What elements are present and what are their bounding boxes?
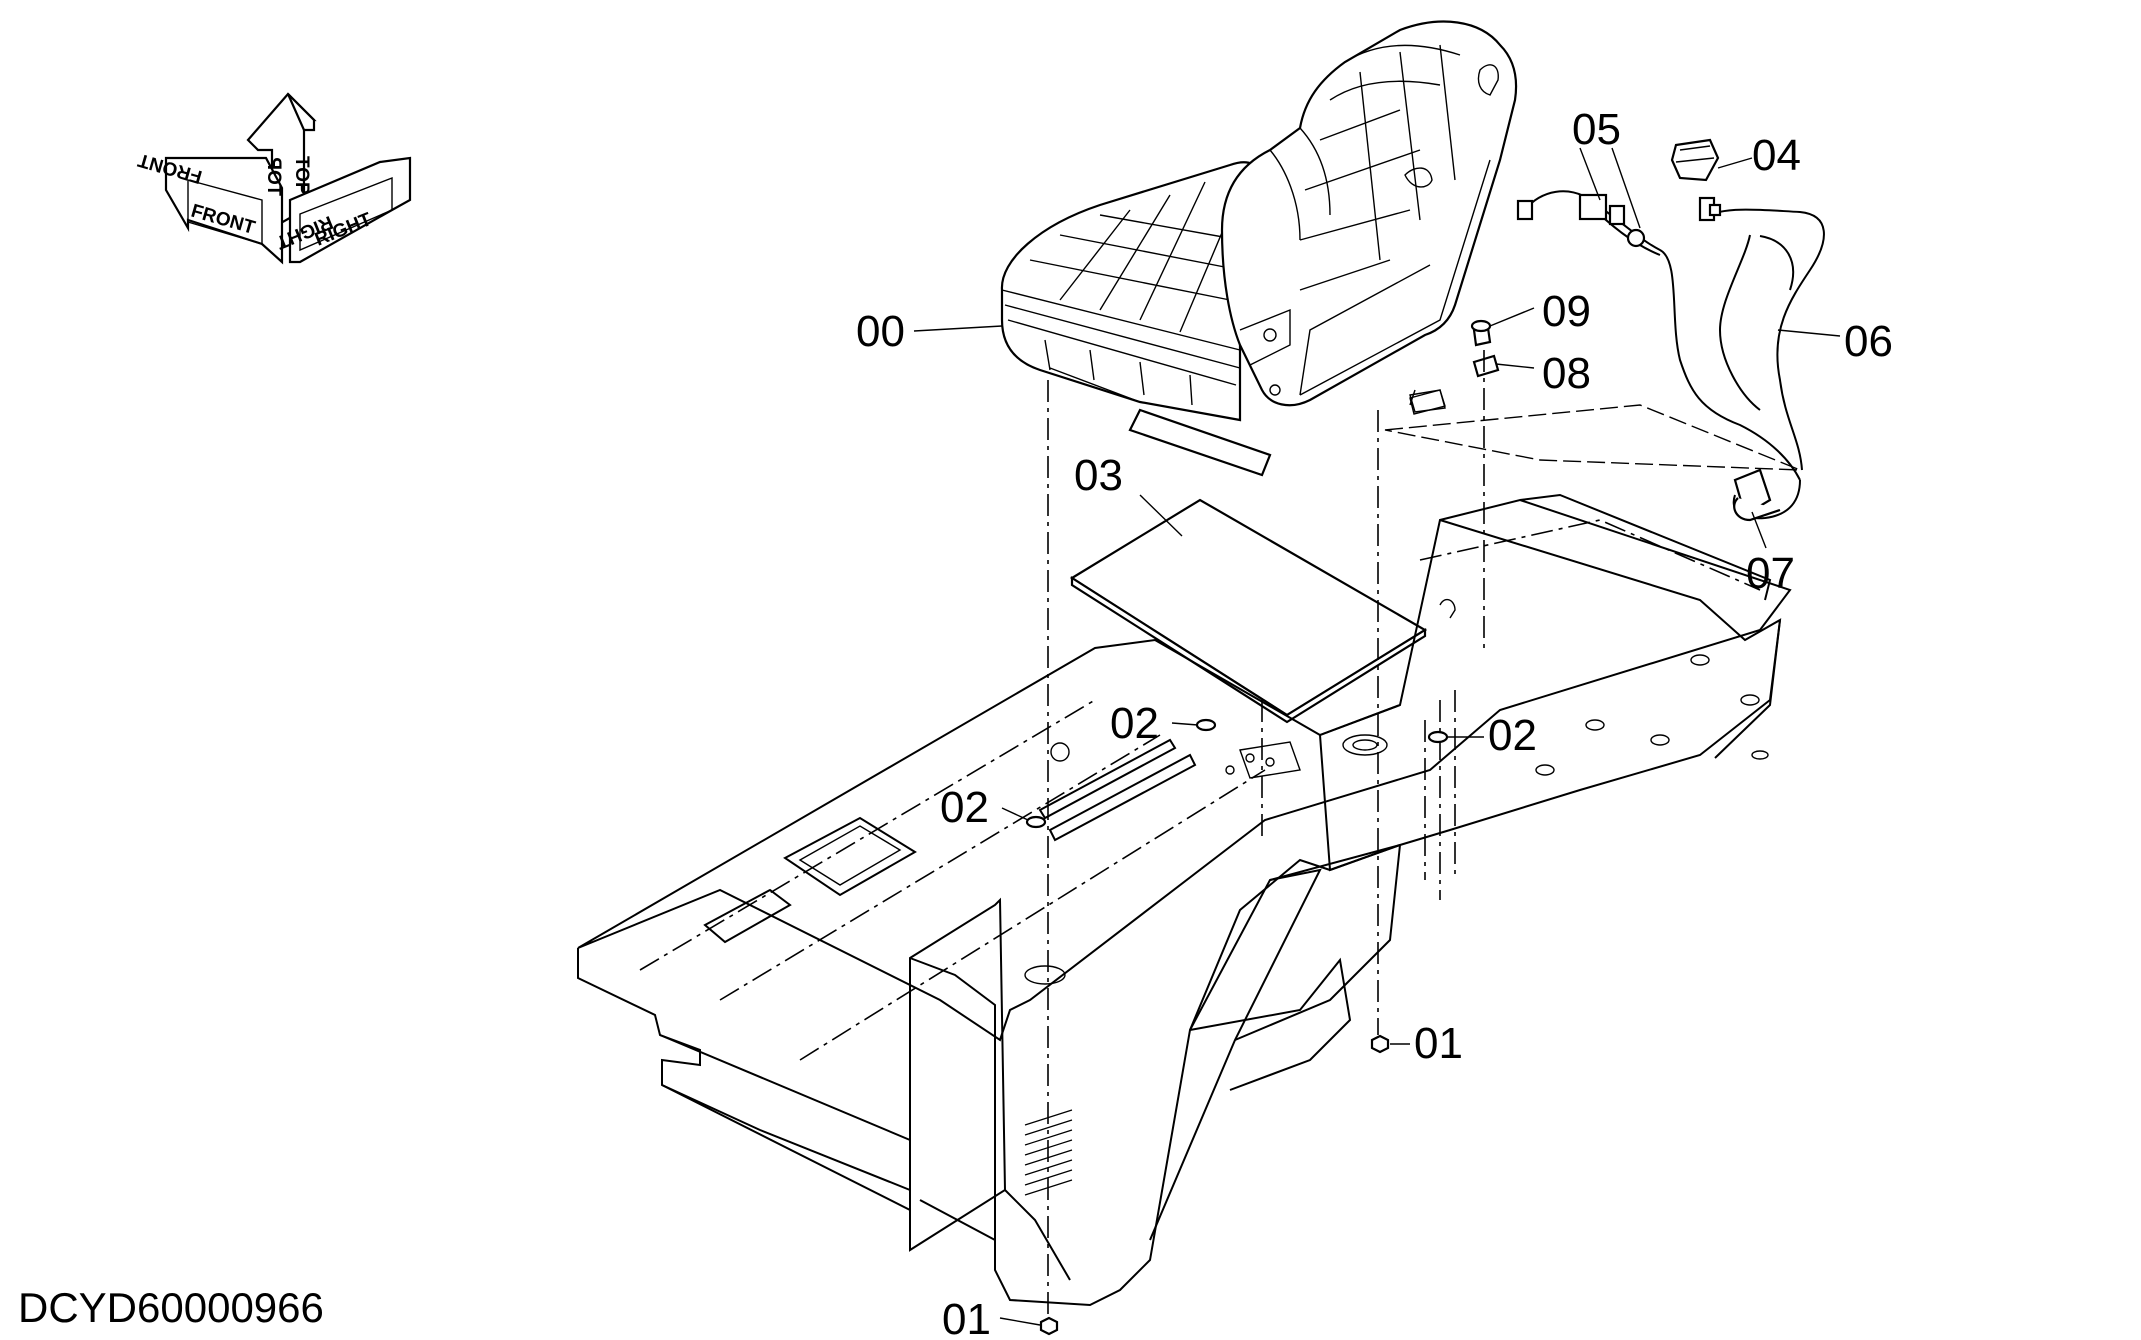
callout-07: 07 — [1746, 549, 1795, 598]
drawing-id: DCYD60000966 — [18, 1284, 324, 1331]
cab-floor-frame — [577, 493, 1792, 1307]
callout-04: 04 — [1752, 131, 1801, 180]
callout-06: 06 — [1844, 317, 1893, 366]
callout-08: 08 — [1542, 349, 1591, 398]
wire-harness — [1516, 138, 1825, 522]
orientation-arrows-icon: FRONT FRONT TOP TOP RIGHT RIGHT — [135, 92, 412, 265]
callout-03: 03 — [1074, 451, 1123, 500]
washer-c — [1025, 815, 1047, 829]
callout-05: 05 — [1572, 105, 1621, 154]
callout-02-left: 02 — [940, 783, 989, 832]
top-arrow-label-2: TOP — [291, 156, 312, 195]
washer-b — [1427, 730, 1449, 744]
nut-lower — [1039, 1316, 1059, 1336]
callout-01-upper: 01 — [1414, 1019, 1463, 1068]
callout-02-center: 02 — [1110, 699, 1159, 748]
nuts — [1039, 1034, 1390, 1336]
leader-lines — [913, 147, 1841, 1326]
top-arrow-label: TOP — [263, 157, 284, 196]
bolt-and-bracket — [1409, 319, 1500, 415]
callout-09: 09 — [1542, 287, 1591, 336]
washers — [1025, 718, 1449, 829]
assembly-centerlines — [1047, 350, 1801, 1320]
operator-seat — [1000, 20, 1518, 477]
callout-00: 00 — [856, 307, 905, 356]
callout-01-lower: 01 — [942, 1295, 991, 1340]
washer-a — [1195, 718, 1217, 732]
nut-upper — [1370, 1034, 1390, 1054]
floor-mat — [1069, 498, 1428, 724]
callout-02-right: 02 — [1488, 711, 1537, 760]
